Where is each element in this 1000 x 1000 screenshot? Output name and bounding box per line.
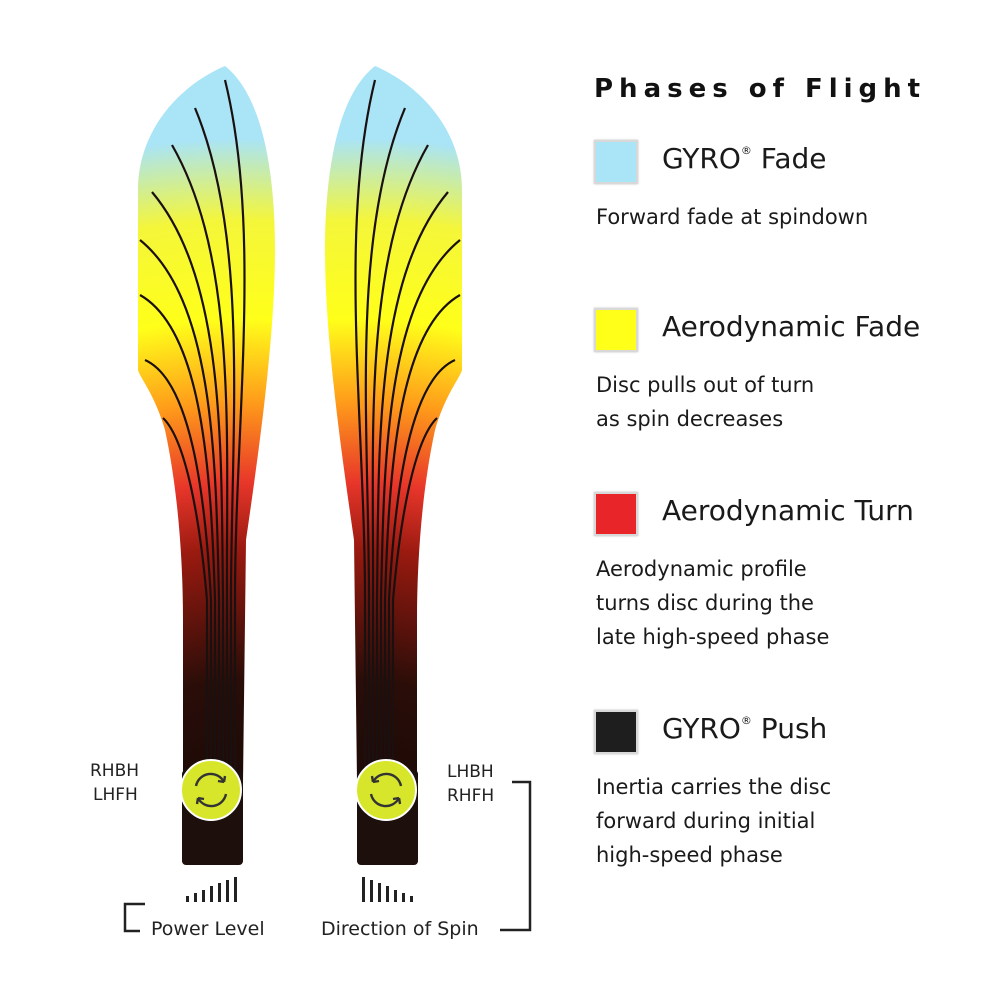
- left-flight-lines: [139, 79, 246, 860]
- right-flight-path: [325, 66, 462, 865]
- spin-direction-bracket: [500, 780, 532, 932]
- left-spin-indicator: [180, 759, 242, 821]
- gyro-push-name: GYRO® Push: [662, 712, 828, 745]
- rotation-arrows-icon: [194, 772, 228, 808]
- gyro-fade-name: GYRO® Fade: [662, 142, 827, 175]
- rotation-arrows-icon: [369, 772, 403, 808]
- power-level-label: Power Level: [151, 918, 265, 940]
- gyro-push-desc: Inertia carries the disc forward during …: [596, 775, 832, 867]
- gyro-fade-desc: Forward fade at spindown: [596, 205, 869, 229]
- left-flight-path: [138, 66, 275, 865]
- left-throw-label-2: LHFH: [93, 785, 138, 805]
- spin-direction-bars-icon: [362, 877, 413, 902]
- aerodynamic-turn-swatch: [594, 492, 638, 536]
- signal-bars-icon: [186, 877, 237, 902]
- right-throw-label-1: LHBH: [447, 762, 494, 782]
- right-flight-lines: [354, 79, 461, 860]
- gyro-fade-swatch: [594, 140, 638, 184]
- aerodynamic-fade-name: Aerodynamic Fade: [662, 310, 921, 343]
- power-level-bracket: [123, 902, 145, 933]
- right-throw-label-2: RHFH: [447, 786, 494, 806]
- aerodynamic-turn-desc: Aerodynamic profile turns disc during th…: [596, 557, 830, 649]
- aerodynamic-fade-desc: Disc pulls out of turn as spin decreases: [596, 373, 815, 431]
- aerodynamic-turn-name: Aerodynamic Turn: [662, 494, 914, 527]
- direction-of-spin-label: Direction of Spin: [321, 918, 479, 940]
- aerodynamic-fade-swatch: [594, 308, 638, 352]
- right-spin-indicator: [355, 759, 417, 821]
- legend-title: Phases of Flight: [594, 74, 927, 104]
- left-throw-label-1: RHBH: [90, 761, 139, 781]
- gyro-push-swatch: [594, 710, 638, 754]
